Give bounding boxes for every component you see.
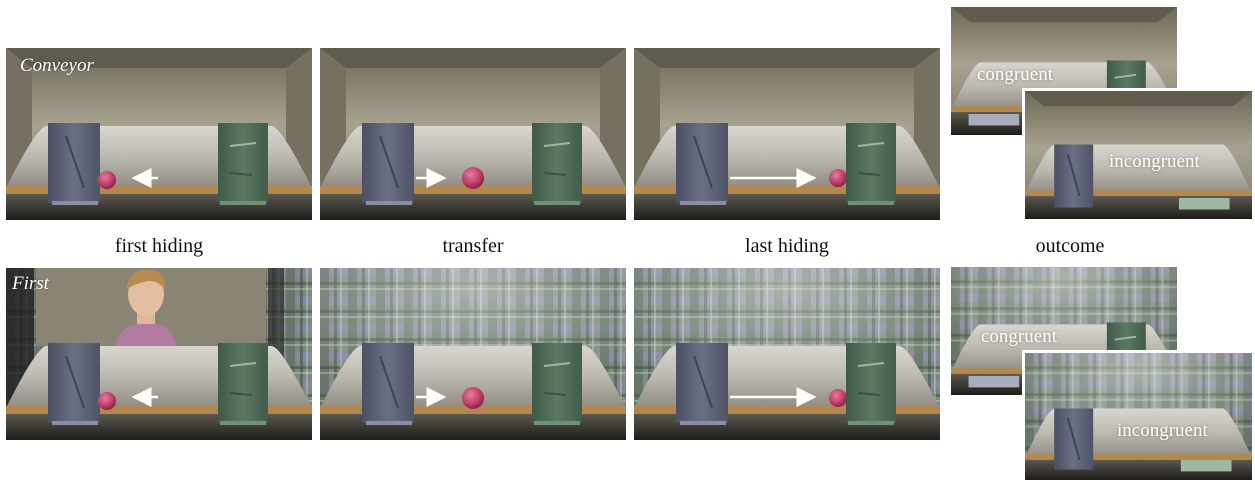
row-label-conveyor: Conveyor [20, 55, 94, 77]
first-outcome-incongruent-panel: incongruent [1022, 350, 1255, 483]
conveyor-last-hiding-panel [634, 48, 940, 220]
first-transfer-panel [320, 268, 626, 440]
incongruent-label: incongruent [1117, 420, 1208, 442]
scene-image [320, 48, 626, 220]
scene-image [634, 48, 940, 220]
conveyor-transfer-panel [320, 48, 626, 220]
conveyor-first-hiding-panel: Conveyor [6, 48, 312, 220]
conveyor-outcome-incongruent-panel: incongruent [1022, 88, 1255, 222]
first-last-hiding-panel [634, 268, 940, 440]
congruent-label: congruent [981, 326, 1057, 348]
caption-outcome: outcome [970, 235, 1170, 258]
scene-image [634, 268, 940, 440]
caption-first-hiding: first hiding [6, 235, 312, 258]
caption-last-hiding: last hiding [634, 235, 940, 258]
row-label-first: First [12, 273, 49, 295]
congruent-label: congruent [977, 64, 1053, 86]
scene-image [1025, 353, 1252, 480]
scene-image [6, 268, 312, 440]
scene-image [320, 268, 626, 440]
first-first-hiding-panel: First [6, 268, 312, 440]
incongruent-label: incongruent [1109, 151, 1200, 173]
caption-transfer: transfer [320, 235, 626, 258]
